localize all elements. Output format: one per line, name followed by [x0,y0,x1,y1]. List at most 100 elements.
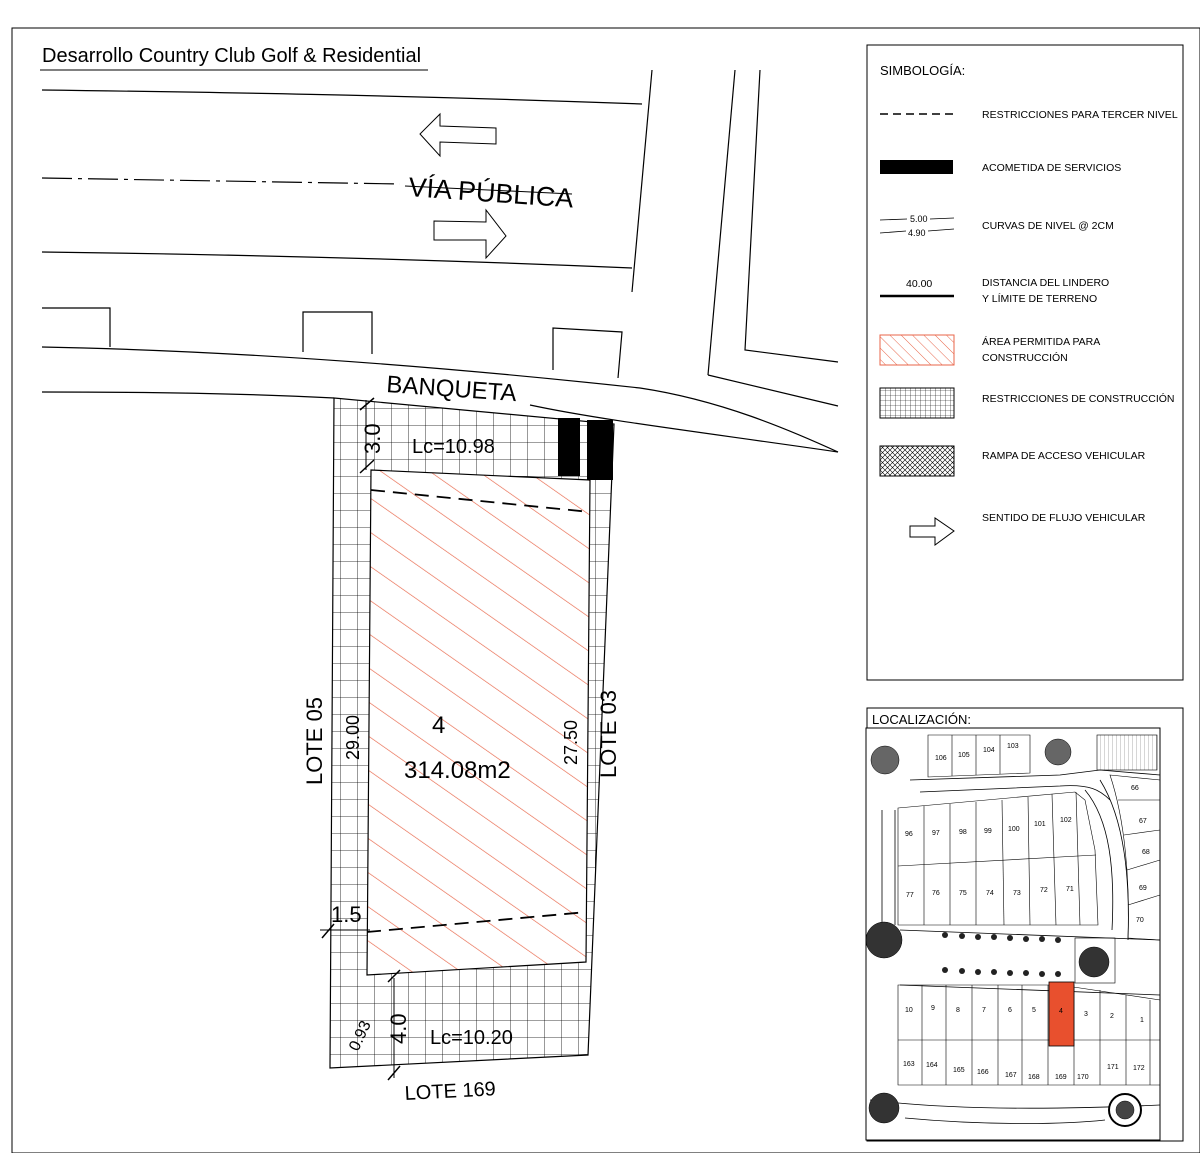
svg-text:166: 166 [977,1069,989,1076]
service-connection-2 [587,420,613,480]
front-setback-label: 3.0 [360,423,385,454]
sidewalk-inner-edge [41,346,839,453]
legend-area-1: ÁREA PERMITIDA PARA [982,335,1100,348]
svg-text:167: 167 [1005,1072,1017,1079]
svg-text:105: 105 [958,752,970,759]
sidewalk-planter-1 [42,307,111,347]
svg-text:5: 5 [1032,1007,1036,1014]
street-right-edge [631,69,653,293]
legend-boundary-2: Y LÍMITE DE TERRENO [982,292,1097,305]
legend-panel: SIMBOLOGÍA: RESTRICCIONES PARA TERCER NI… [866,44,1184,681]
svg-text:77: 77 [906,892,914,899]
svg-text:75: 75 [959,890,967,897]
left-depth-label: 29.00 [343,715,363,760]
rear-setback-label: 4.0 [386,1013,411,1044]
svg-text:70: 70 [1136,917,1144,924]
rear-length-label: Lc=10.20 [430,1027,513,1049]
service-connection-1 [558,418,580,476]
svg-text:69: 69 [1139,885,1147,892]
street-edge-top [41,89,643,105]
sidewalk-planter-2 [302,311,373,354]
svg-text:102: 102 [1060,817,1072,824]
legend-contours: CURVAS DE NIVEL @ 2CM [982,220,1114,232]
svg-text:96: 96 [905,831,913,838]
legend-contour-icon [879,218,908,221]
cross-street-left [707,69,736,376]
side-dim-tick [321,923,335,939]
legend-grid-icon [879,387,955,419]
street-centerline [41,177,401,185]
cross-sidewalk-edge [707,374,839,407]
svg-text:4: 4 [1059,1008,1063,1015]
front-dim-tick-top [359,397,375,411]
side-setback-label: 1.5 [331,902,362,927]
svg-text:163: 163 [903,1061,915,1068]
street-edge-bottom [41,251,633,269]
svg-text:10: 10 [905,1007,913,1014]
svg-text:170: 170 [1077,1074,1089,1081]
legend-construction: RESTRICCIONES DE CONSTRUCCIÓN [982,392,1175,405]
street-label: VÍA PÚBLICA [408,171,575,213]
legend-contour-b: 4.90 [908,228,926,238]
legend-flow: SENTIDO DE FLUJO VEHICULAR [982,512,1146,524]
rear-neighbor-label: LOTE 169 [404,1078,496,1105]
svg-text:2: 2 [1110,1013,1114,1020]
lot-4 [329,397,615,1069]
svg-text:169: 169 [1055,1074,1067,1081]
legend-contour-a: 5.00 [910,214,928,224]
svg-text:168: 168 [1028,1074,1040,1081]
lot-area: 314.08m2 [404,757,511,784]
legend-ramp: RAMPA DE ACCESO VEHICULAR [982,450,1146,462]
svg-text:72: 72 [1040,887,1048,894]
allowed-construction-area [366,469,591,976]
location-lot-labels: 106 105 104 103 66 67 68 69 70 96 97 98 … [903,743,1150,1081]
svg-text:101: 101 [1034,821,1046,828]
svg-text:67: 67 [1139,818,1147,825]
legend-area-2: CONSTRUCCIÓN [982,351,1068,364]
rear-dim-tick-bottom [387,1065,401,1081]
flow-arrow-right-icon [433,208,507,260]
legend-services-icon [880,160,953,174]
legend-boundary-1: DISTANCIA DEL LINDERO [982,277,1109,289]
left-neighbor-label: LOTE 05 [302,697,327,785]
svg-text:99: 99 [984,828,992,835]
legend-allowed-area-icon [879,334,955,366]
svg-text:1: 1 [1140,1017,1144,1024]
street-label-strike [404,185,573,195]
svg-text:71: 71 [1066,886,1074,893]
svg-text:103: 103 [1007,743,1019,750]
project-title: Desarrollo Country Club Golf & Residenti… [42,45,421,67]
sidewalk-outer-edge-left [41,391,335,399]
lot-number: 4 [432,712,445,739]
sidewalk-planter-3 [552,327,623,379]
svg-text:98: 98 [959,829,967,836]
cross-street-inner [744,69,839,363]
svg-text:73: 73 [1013,890,1021,897]
svg-text:8: 8 [956,1007,960,1014]
svg-text:97: 97 [932,830,940,837]
svg-text:66: 66 [1131,785,1139,792]
svg-text:9: 9 [931,1005,935,1012]
right-depth-label: 27.50 [561,720,581,765]
sidewalk-label: BANQUETA [386,371,518,407]
location-highlight-lot [1048,981,1075,1047]
flow-arrow-left-icon [419,112,497,158]
svg-text:68: 68 [1142,849,1150,856]
location-map: LOCALIZACIÓN: [865,707,1184,1142]
svg-text:7: 7 [982,1007,986,1014]
third-level-line-top [370,489,591,513]
trees-icon [865,738,1142,1127]
svg-text:104: 104 [983,747,995,754]
rear-dim-tick-top [387,969,401,983]
legend-title: SIMBOLOGÍA: [880,63,965,78]
street [41,69,839,453]
median-trees-icon [942,932,1061,977]
svg-text:165: 165 [953,1067,965,1074]
sidewalk-outer-edge-right [529,404,839,453]
legend-services: ACOMETIDA DE SERVICIOS [982,162,1121,174]
legend-ramp-icon [879,445,955,477]
front-dim-tick-bottom [359,459,375,474]
svg-text:172: 172 [1133,1065,1145,1072]
svg-text:76: 76 [932,890,940,897]
